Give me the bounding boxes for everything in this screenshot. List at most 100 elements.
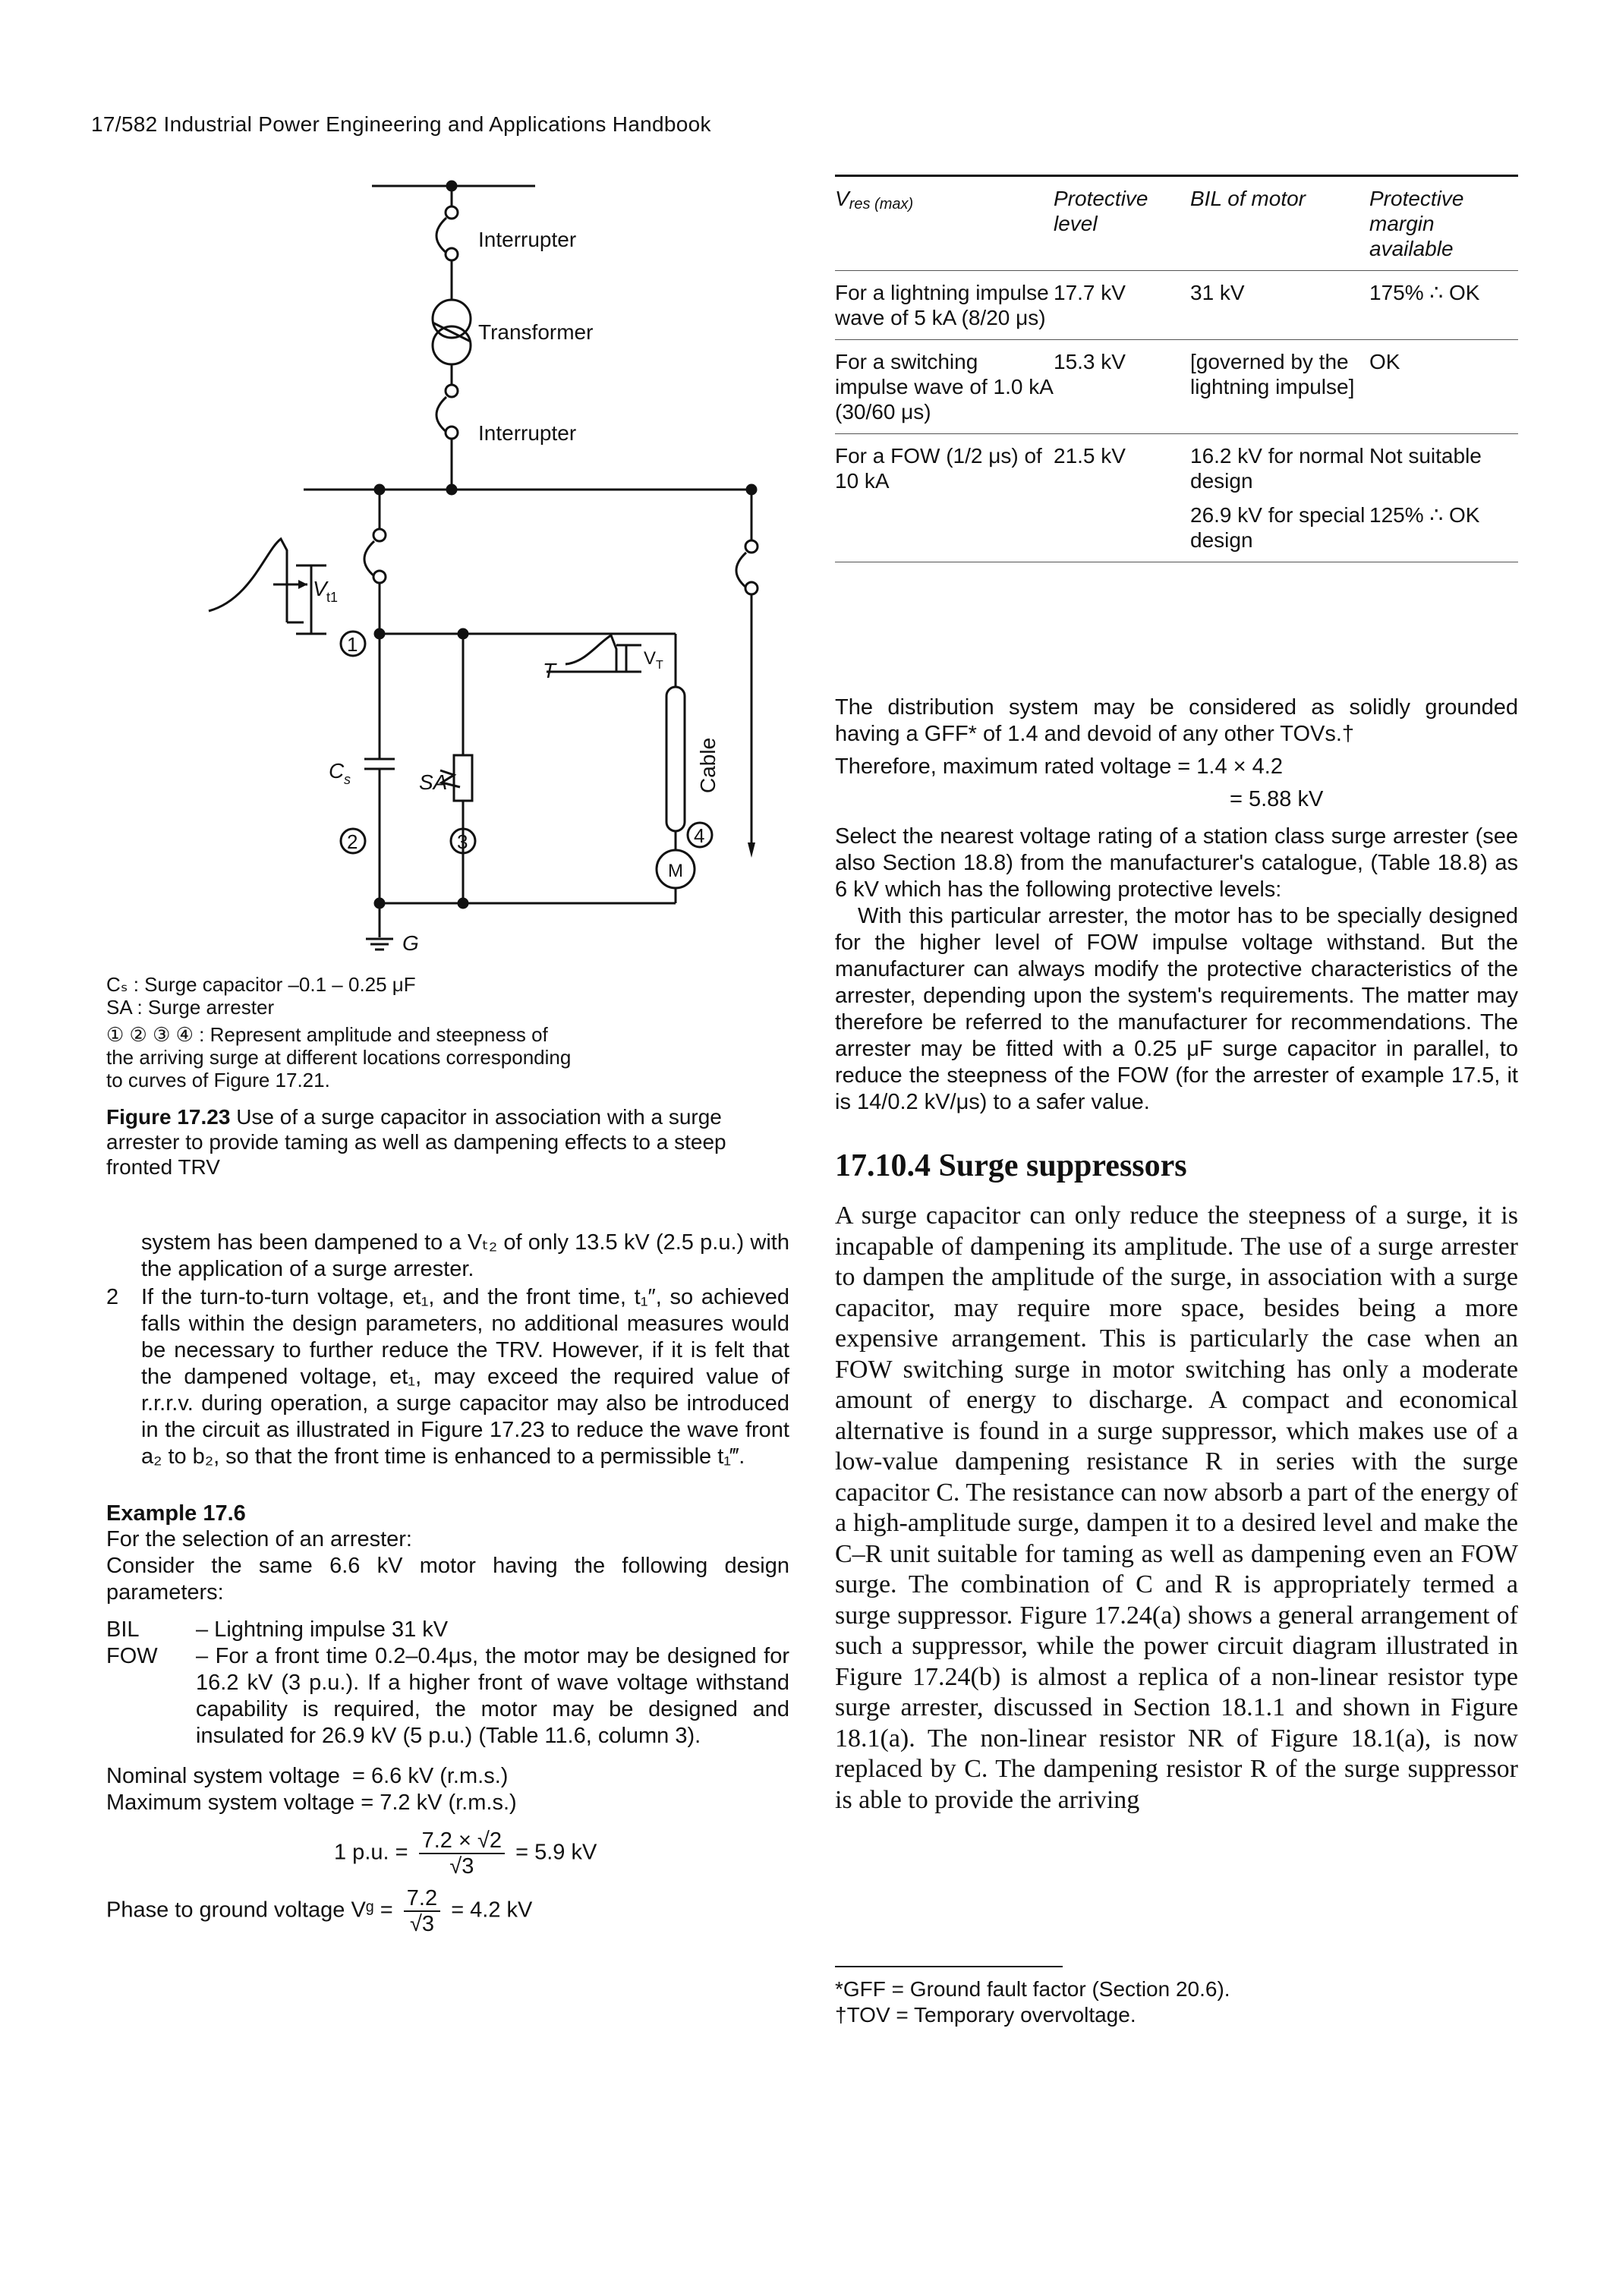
label-interrupter-top: Interrupter bbox=[478, 228, 576, 251]
label-interrupter-bottom: Interrupter bbox=[478, 421, 576, 445]
example-title: Example 17.6 bbox=[106, 1501, 246, 1526]
header-margin: Protective margin available bbox=[1369, 187, 1464, 260]
label-cs-sub: s bbox=[344, 772, 351, 787]
bil-row: BIL – Lightning impulse 31 kV bbox=[106, 1617, 789, 1643]
label-sa: SA bbox=[419, 770, 447, 794]
table-cell: [governed by the lightning impulse] bbox=[1190, 350, 1355, 398]
pu-numerator: 7.2 × √2 bbox=[418, 1828, 506, 1854]
right-paragraph-3: = 5.88 kV bbox=[1230, 787, 1324, 811]
table-cell: 175% ∴ OK bbox=[1369, 281, 1480, 304]
legend-line-2: SA : Surge arrester bbox=[106, 996, 275, 1019]
example-line-2: Consider the same 6.6 kV motor having th… bbox=[106, 1554, 789, 1605]
legend-line-4: the arriving surge at different location… bbox=[106, 1046, 572, 1069]
pu-lhs: 1 p.u. = bbox=[334, 1840, 408, 1865]
figure-caption-text: Use of a surge capacitor in association … bbox=[106, 1105, 726, 1179]
location-3: 3 bbox=[457, 830, 468, 853]
right-paragraph-4: Select the nearest voltage rating of a s… bbox=[835, 824, 1518, 902]
label-motor: M bbox=[668, 861, 683, 881]
label-vt1-sub: t1 bbox=[326, 590, 338, 605]
footnote-rule bbox=[835, 1966, 1063, 1967]
table-top-rule bbox=[835, 175, 1518, 177]
section-paragraph: A surge capacitor can only reduce the st… bbox=[835, 1202, 1518, 1814]
fow-row: FOW – For a front time 0.2–0.4μs, the mo… bbox=[106, 1643, 789, 1750]
table-rule bbox=[835, 270, 1518, 271]
location-2: 2 bbox=[347, 830, 358, 853]
list-item-2-number: 2 bbox=[106, 1285, 119, 1309]
pu-equation: 1 p.u. = 7.2 × √2 √3 = 5.9 kV bbox=[334, 1828, 789, 1879]
protective-levels-table: Vres (max) Protective level BIL of motor… bbox=[835, 175, 1518, 562]
table-row: For a switching impulse wave of 1.0 kA (… bbox=[835, 340, 1518, 433]
fow-key: FOW bbox=[106, 1644, 158, 1668]
label-transformer: Transformer bbox=[478, 320, 593, 344]
table-cell: For a lightning impulse wave of 5 kA (8/… bbox=[835, 281, 1049, 329]
label-t: T bbox=[543, 659, 557, 682]
pu-denominator: √3 bbox=[449, 1854, 474, 1879]
legend-line-1: Cₛ : Surge capacitor –0.1 – 0.25 μF bbox=[106, 973, 416, 996]
table-cell: 17.7 kV bbox=[1054, 281, 1126, 304]
pg-numerator: 7.2 bbox=[403, 1886, 441, 1912]
label-ground: G bbox=[402, 931, 419, 955]
table-row: 26.9 kV for special design 125% ∴ OK bbox=[835, 502, 1518, 562]
list-item-2-text: If the turn-to-turn voltage, et₁, and th… bbox=[141, 1285, 789, 1469]
label-cs: C bbox=[329, 759, 345, 783]
location-1: 1 bbox=[347, 633, 358, 656]
table-cell: OK bbox=[1369, 350, 1400, 373]
phase-ground-equation: Phase to ground voltage Vᵍ = 7.2 √3 = 4.… bbox=[106, 1886, 789, 1936]
example-line-1: For the selection of an arrester: bbox=[106, 1527, 412, 1551]
bil-value: – Lightning impulse 31 kV bbox=[196, 1617, 449, 1642]
label-vt1: V bbox=[313, 577, 329, 600]
pg-rhs: = 4.2 kV bbox=[451, 1898, 533, 1923]
right-paragraph-2: Therefore, maximum rated voltage = 1.4 ×… bbox=[835, 754, 1283, 779]
table-cell: 31 kV bbox=[1190, 281, 1245, 304]
pu-rhs: = 5.9 kV bbox=[515, 1840, 597, 1865]
left-column: system has been dampened to a Vₜ₂ of onl… bbox=[106, 1230, 789, 1936]
table-cell: 15.3 kV bbox=[1054, 350, 1126, 373]
table-cell bbox=[835, 502, 1054, 553]
table-rule bbox=[835, 339, 1518, 340]
right-paragraph-1: The distribution system may be considere… bbox=[835, 695, 1518, 746]
legend-line-3: ① ② ③ ④ : Represent amplitude and steepn… bbox=[106, 1023, 548, 1046]
table-row: For a lightning impulse wave of 5 kA (8/… bbox=[835, 271, 1518, 339]
table-cell: 125% ∴ OK bbox=[1369, 503, 1480, 527]
list-item-2: 2 If the turn-to-turn voltage, et₁, and … bbox=[106, 1284, 789, 1470]
figure-caption-label: Figure 17.23 bbox=[106, 1105, 231, 1129]
pg-fraction: 7.2 √3 bbox=[403, 1886, 441, 1936]
table-cell: Not suitable bbox=[1369, 444, 1482, 468]
maximum-voltage: Maximum system voltage = 7.2 kV (r.m.s.) bbox=[106, 1791, 517, 1815]
header-protective-level: Protective level bbox=[1054, 187, 1148, 235]
table-row: For a FOW (1/2 μs) of 10 kA 21.5 kV 16.2… bbox=[835, 434, 1518, 502]
footnotes: *GFF = Ground fault factor (Section 20.6… bbox=[835, 1966, 1230, 2028]
pu-fraction: 7.2 × √2 √3 bbox=[418, 1828, 506, 1879]
figure-17-23-diagram: Interrupter Transformer Interrupter Cabl… bbox=[208, 180, 759, 955]
continued-paragraph: system has been dampened to a Vₜ₂ of onl… bbox=[141, 1230, 789, 1281]
table-cell: 26.9 kV for special design bbox=[1190, 503, 1366, 552]
table-cell: For a switching impulse wave of 1.0 kA (… bbox=[835, 350, 1053, 424]
page-header: 17/582 Industrial Power Engineering and … bbox=[91, 112, 711, 136]
right-column: The distribution system may be considere… bbox=[835, 694, 1518, 1816]
section-title: 17.10.4 Surge suppressors bbox=[835, 1148, 1187, 1183]
label-cable: Cable bbox=[696, 738, 720, 793]
pg-denominator: √3 bbox=[409, 1912, 434, 1936]
table-header-row: Vres (max) Protective level BIL of motor… bbox=[835, 177, 1518, 270]
label-vt-sub: T bbox=[656, 659, 663, 672]
header-vres: Vres (max) bbox=[835, 187, 914, 213]
table-cell: For a FOW (1/2 μs) of 10 kA bbox=[835, 444, 1042, 493]
legend-line-5: to curves of Figure 17.21. bbox=[106, 1069, 330, 1091]
bil-key: BIL bbox=[106, 1617, 140, 1642]
label-vt: V bbox=[644, 648, 656, 669]
fow-value: – For a front time 0.2–0.4μs, the motor … bbox=[196, 1644, 789, 1748]
figure-legend: Cₛ : Surge capacitor –0.1 – 0.25 μF SA :… bbox=[106, 973, 571, 1091]
table-cell bbox=[1054, 502, 1190, 553]
figure-caption: Figure 17.23 Use of a surge capacitor in… bbox=[106, 1104, 782, 1179]
location-4: 4 bbox=[694, 824, 704, 847]
example-block: Example 17.6 For the selection of an arr… bbox=[106, 1501, 789, 1936]
pg-lhs: Phase to ground voltage Vᵍ = bbox=[106, 1898, 393, 1923]
table-cell: 21.5 kV bbox=[1054, 444, 1126, 468]
nominal-voltage: Nominal system voltage = 6.6 kV (r.m.s.) bbox=[106, 1764, 509, 1788]
table-cell: 16.2 kV for normal design bbox=[1190, 444, 1364, 493]
footnote-2: †TOV = Temporary overvoltage. bbox=[835, 2003, 1136, 2027]
footnote-1: *GFF = Ground fault factor (Section 20.6… bbox=[835, 1977, 1230, 2001]
header-bil: BIL of motor bbox=[1190, 187, 1306, 210]
table-rule bbox=[835, 433, 1518, 434]
right-paragraph-5: With this particular arrester, the motor… bbox=[835, 904, 1518, 1114]
